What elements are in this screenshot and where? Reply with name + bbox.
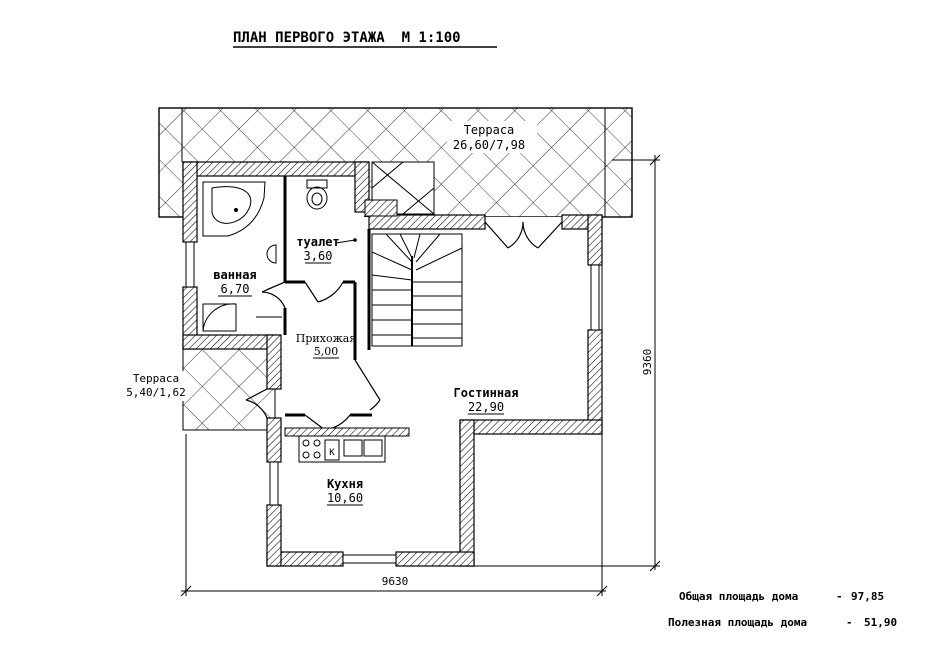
- bathroom-area: 6,70: [221, 282, 250, 296]
- wall-kitchen-right: [459, 419, 475, 567]
- plan-title-group: ПЛАН ПЕРВОГО ЭТАЖА М 1:100: [233, 30, 497, 48]
- wall-kitchen-left-lower: [266, 504, 282, 567]
- width-tick-right: [596, 585, 608, 597]
- kitchen-name: Кухня: [327, 477, 363, 491]
- shower-tray-icon: [202, 303, 237, 332]
- toilet-name: туалет: [296, 235, 339, 249]
- building-interior: [192, 170, 596, 553]
- room-labels: туалет 3,60 ванная 6,70 Прихожая 5,00 Го…: [206, 235, 519, 506]
- door-hall-living: [354, 359, 381, 411]
- wc-label-leader: [335, 239, 356, 244]
- wall-living-top-left: [368, 214, 486, 230]
- drain-icon: [234, 208, 238, 212]
- area-totals: Общая площадь дома - 97,85 Полезная площ…: [668, 590, 897, 629]
- windows: [185, 241, 600, 564]
- boiler-label: К: [329, 448, 335, 458]
- stair-step: [413, 233, 421, 259]
- side-terrace: Терраса 5,40/1,62: [126, 341, 276, 431]
- window-kitchen-bottom: [342, 554, 397, 564]
- door-entrance: [245, 388, 268, 419]
- bathtub-inner: [211, 186, 252, 224]
- stair-step: [371, 251, 413, 271]
- boiler-box: [324, 439, 340, 461]
- toilet-area: 3,60: [304, 249, 333, 263]
- dimension-height: 9360: [474, 154, 661, 572]
- kitchen-counter: К: [284, 427, 410, 463]
- burner-icon: [313, 439, 321, 447]
- width-tick-left: [180, 585, 192, 597]
- sink-drainboard: [363, 439, 383, 457]
- terrace-label-bg: [447, 121, 537, 153]
- window-living-right: [590, 264, 600, 331]
- side-terrace-deck: [182, 341, 276, 431]
- toilet-fixture: [265, 179, 357, 291]
- plan-title: ПЛАН ПЕРВОГО ЭТАЖА М 1:100: [233, 30, 461, 46]
- living-name: Гостинная: [453, 386, 518, 400]
- stair-step: [371, 274, 413, 281]
- kitchen-area: 10,60: [327, 491, 363, 505]
- main-terrace-name: Терраса: [464, 123, 515, 137]
- corner-bathtub-icon: [202, 181, 266, 237]
- dimension-width: 9630: [180, 240, 608, 597]
- wall-living-bottom: [459, 419, 603, 435]
- door-wc: [304, 281, 344, 303]
- hall-area: 5,00: [314, 345, 339, 358]
- main-terrace-area: 26,60/7,98: [453, 138, 525, 152]
- total-area-dash: -: [836, 590, 843, 603]
- exterior-walls: [182, 161, 603, 567]
- total-area-value: 97,85: [851, 590, 884, 603]
- height-tick-top: [649, 154, 661, 166]
- chimney: [364, 199, 398, 217]
- window-kitchen-left: [269, 461, 279, 506]
- wall-kitchen-bottom-right: [395, 551, 475, 567]
- side-terrace-label-bg: [128, 371, 184, 401]
- wall-bath-bottom: [182, 334, 276, 350]
- outdoor-landing: [364, 161, 435, 217]
- sink-icon: [266, 244, 277, 264]
- wall-right-lower: [587, 329, 603, 435]
- burner-icon: [313, 451, 321, 459]
- side-terrace-area: 5,40/1,62: [126, 386, 186, 399]
- bath-label-leader: [265, 281, 286, 291]
- wall-left-bath-upper: [182, 161, 198, 243]
- bathroom-fixtures: [202, 181, 282, 332]
- useful-area-dash: -: [846, 616, 853, 629]
- bath-label-bg: [206, 266, 262, 296]
- stair-step: [415, 233, 441, 263]
- total-area-label: Общая площадь дома: [679, 590, 798, 603]
- useful-area-label: Полезная площадь дома: [668, 616, 807, 629]
- stair-step: [415, 247, 463, 271]
- toilet-seat: [311, 192, 323, 206]
- wall-right-upper: [587, 214, 603, 266]
- stair-step: [399, 233, 413, 259]
- toilet-tank: [306, 179, 328, 189]
- window-bath-left: [185, 241, 195, 288]
- kitchen-sink-icon: [343, 439, 363, 457]
- staircase: [371, 233, 463, 347]
- stair-step: [385, 233, 413, 263]
- landing-diag: [371, 161, 435, 215]
- interior-walls: [283, 176, 372, 417]
- door-terrace-right: [522, 221, 563, 249]
- hall-name: Прихожая: [296, 332, 356, 345]
- bathroom-name: ванная: [213, 268, 256, 282]
- useful-area-value: 51,90: [864, 616, 897, 629]
- wc-leader-dot: [353, 238, 357, 242]
- wall-kitchen-left-upper: [266, 417, 282, 463]
- side-terrace-name: Терраса: [133, 372, 179, 385]
- doors: [245, 221, 563, 431]
- living-area: 22,90: [468, 400, 504, 414]
- wall-top-bath: [182, 161, 370, 177]
- burner-icon: [302, 439, 310, 447]
- width-dimension: 9630: [382, 575, 409, 588]
- wall-hall-left: [266, 334, 282, 390]
- counter-top: [284, 427, 410, 437]
- height-dimension: 9360: [641, 349, 654, 376]
- burner-icon: [302, 451, 310, 459]
- height-tick-bottom: [649, 560, 661, 572]
- toilet-bowl-icon: [306, 186, 328, 210]
